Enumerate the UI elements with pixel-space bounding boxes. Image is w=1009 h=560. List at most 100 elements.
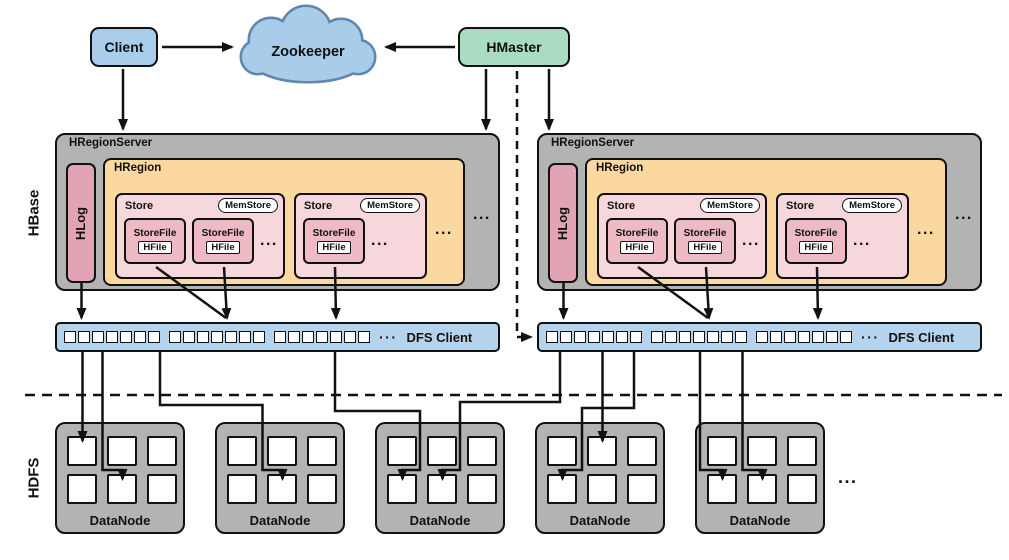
hdfs-section-label: HDFS <box>25 457 43 499</box>
client-node: Client <box>90 27 158 67</box>
storefile-label: StoreFile <box>312 228 356 239</box>
storage-block <box>560 331 572 343</box>
ellipsis: ... <box>260 232 278 249</box>
store-label: Store <box>125 199 154 212</box>
hbase-section-label: HBase <box>25 189 43 237</box>
storefile-box: StoreFile HFile <box>606 218 668 264</box>
storage-block <box>344 331 356 343</box>
storage-block <box>64 331 76 343</box>
datanode-label: DataNode <box>409 513 471 528</box>
storage-block <box>330 331 342 343</box>
storefile-label: StoreFile <box>794 228 838 239</box>
datanode-block <box>147 436 177 466</box>
datanode-block <box>107 436 137 466</box>
storage-block <box>316 331 328 343</box>
storage-block <box>134 331 146 343</box>
storage-block <box>630 331 642 343</box>
datanode-block <box>387 474 417 504</box>
hfile-label: HFile <box>688 241 722 254</box>
storage-block <box>784 331 796 343</box>
storage-block <box>183 331 195 343</box>
datanode-label: DataNode <box>89 513 151 528</box>
dfs-client-label: DFS Client <box>406 329 473 345</box>
hlog-label: HLog <box>555 206 571 240</box>
datanode-block <box>627 474 657 504</box>
storefile-row: StoreFile HFile ... <box>296 213 425 264</box>
store-header: Store MemStore <box>599 195 765 213</box>
datanode-block <box>67 474 97 504</box>
storage-block <box>840 331 852 343</box>
datanode-block <box>387 436 417 466</box>
datanode-block <box>587 436 617 466</box>
store-label: Store <box>304 199 333 212</box>
hregionserver-title: HRegionServer <box>551 137 635 149</box>
storage-block <box>106 331 118 343</box>
hfile-label: HFile <box>206 241 240 254</box>
hregionserver-title: HRegionServer <box>69 137 153 149</box>
datanode-block <box>307 436 337 466</box>
ellipsis: ... <box>917 221 935 238</box>
block-group <box>169 331 265 343</box>
block-strip <box>64 331 370 343</box>
datanode-4: DataNode <box>535 422 665 534</box>
memstore-badge: MemStore <box>700 198 760 213</box>
dfs-client-left: ··· DFS Client <box>55 322 500 352</box>
storefile-box: StoreFile HFile <box>124 218 186 264</box>
storefile-box: StoreFile HFile <box>192 218 254 264</box>
storage-block <box>274 331 286 343</box>
datanode-block <box>547 436 577 466</box>
storage-block <box>602 331 614 343</box>
datanode-block <box>547 474 577 504</box>
storage-block <box>770 331 782 343</box>
hregionserver-left: HRegionServer HLog HRegion Store MemStor… <box>55 133 500 291</box>
store-label: Store <box>786 199 815 212</box>
datanode-block <box>307 474 337 504</box>
storage-block <box>169 331 181 343</box>
store-box: Store MemStore StoreFile HFile ... <box>776 193 909 279</box>
storage-block <box>798 331 810 343</box>
datanode-blocks <box>547 436 657 504</box>
memstore-badge: MemStore <box>360 198 420 213</box>
store-header: Store MemStore <box>296 195 425 213</box>
storefile-box: StoreFile HFile <box>785 218 847 264</box>
store-header: Store MemStore <box>778 195 907 213</box>
hregion-box: HRegion Store MemStore StoreFile HFile S… <box>103 158 465 286</box>
ellipsis: ... <box>371 232 389 249</box>
ellipsis: ··· <box>861 329 880 345</box>
storage-block <box>665 331 677 343</box>
store-box: Store MemStore StoreFile HFile StoreFile… <box>115 193 285 279</box>
storefile-box: StoreFile HFile <box>303 218 365 264</box>
datanode-block <box>707 436 737 466</box>
ellipsis: ... <box>955 206 973 223</box>
datanode-block <box>787 436 817 466</box>
datanode-block <box>467 436 497 466</box>
store-header: Store MemStore <box>117 195 283 213</box>
datanode-block <box>707 474 737 504</box>
ellipsis: ... <box>853 232 871 249</box>
hlog-label: HLog <box>73 206 89 240</box>
storage-block <box>693 331 705 343</box>
dfs-client-right: ··· DFS Client <box>537 322 982 352</box>
datanode-1: DataNode <box>55 422 185 534</box>
storefile-row: StoreFile HFile StoreFile HFile ... <box>599 213 765 264</box>
store-label: Store <box>607 199 636 212</box>
ellipsis: ... <box>742 232 760 249</box>
storage-block <box>197 331 209 343</box>
datanode-block <box>747 474 777 504</box>
datanode-blocks <box>387 436 497 504</box>
datanode-5: DataNode <box>695 422 825 534</box>
datanode-block <box>227 474 257 504</box>
storefile-label: StoreFile <box>133 228 177 239</box>
storage-block <box>225 331 237 343</box>
storage-block <box>239 331 251 343</box>
storage-block <box>679 331 691 343</box>
storage-block <box>78 331 90 343</box>
storage-block <box>616 331 628 343</box>
ellipsis: ... <box>435 221 453 238</box>
datanode-2: DataNode <box>215 422 345 534</box>
storage-block <box>721 331 733 343</box>
hregion-title: HRegion <box>596 162 644 174</box>
storage-block <box>707 331 719 343</box>
block-group <box>756 331 852 343</box>
